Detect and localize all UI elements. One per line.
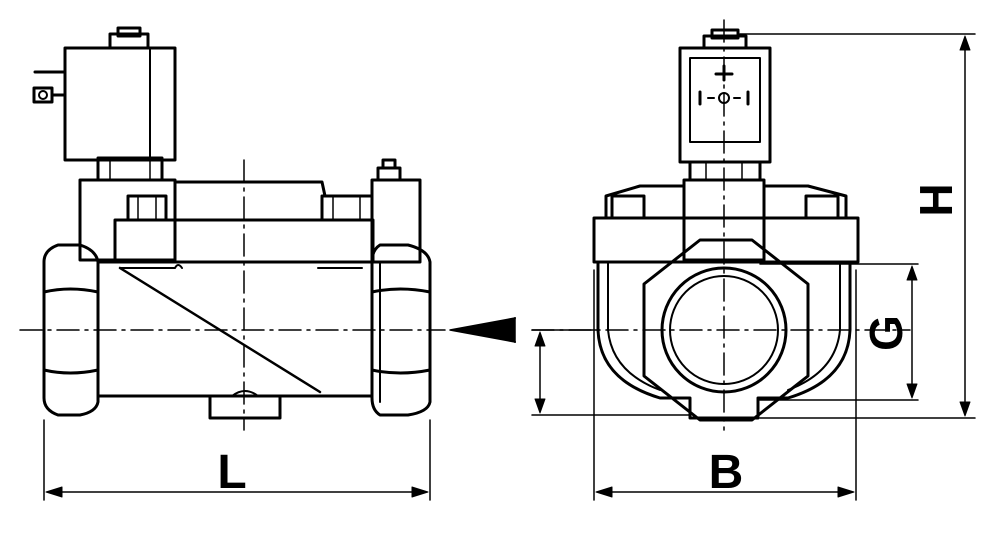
port-size-dimension	[759, 263, 919, 401]
front-solenoid-coil	[678, 28, 772, 164]
width-dimension	[593, 269, 857, 501]
width-label: B	[709, 446, 744, 499]
height-label: H	[910, 183, 962, 216]
valve-body	[96, 260, 374, 420]
flow-direction-arrow	[449, 317, 516, 343]
front-port-hex	[642, 238, 810, 422]
front-view	[531, 19, 976, 501]
length-label: L	[217, 446, 246, 499]
height-dimension	[739, 33, 976, 419]
port-label: G	[860, 315, 912, 351]
side-view	[19, 26, 516, 501]
front-stem	[688, 160, 762, 182]
coil-stem	[96, 156, 164, 182]
left-port-nut	[42, 243, 100, 417]
front-cover	[592, 178, 860, 264]
solenoid-coil	[32, 26, 177, 162]
length-dimension	[43, 419, 431, 501]
valve-cover	[78, 158, 422, 264]
front-body	[596, 260, 852, 420]
port-center-dimension	[531, 329, 691, 416]
